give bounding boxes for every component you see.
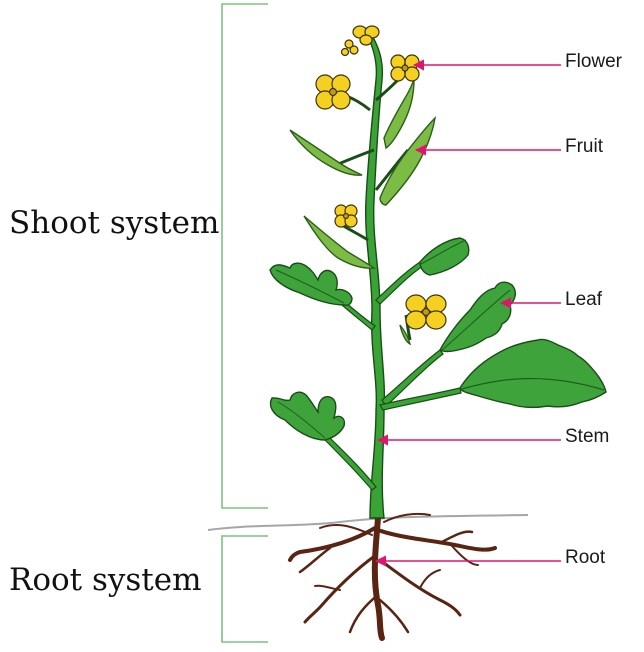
flower-top-right xyxy=(390,54,420,82)
shoot-system-bracket xyxy=(221,3,268,509)
root-system-bracket xyxy=(221,535,268,643)
leaves xyxy=(269,237,607,441)
stem-label: Stem xyxy=(565,426,610,447)
root-label: Root xyxy=(565,547,606,568)
fruit-label: Fruit xyxy=(565,136,603,157)
pointer-arrows xyxy=(374,59,561,567)
root-system-label: Root system xyxy=(9,562,202,598)
ground-line xyxy=(207,514,529,531)
flower-mid xyxy=(334,204,358,228)
leaf-label: Leaf xyxy=(565,289,602,310)
root-system-roots xyxy=(288,512,497,641)
shoot-system-label: Shoot system xyxy=(9,205,220,241)
flower-top-center xyxy=(352,25,380,46)
flower-right xyxy=(405,294,447,330)
flower-left xyxy=(315,74,351,110)
fruits xyxy=(289,79,437,346)
flower-top-left xyxy=(340,39,359,57)
flowers xyxy=(315,25,447,330)
flower-label: Flower xyxy=(565,51,623,72)
